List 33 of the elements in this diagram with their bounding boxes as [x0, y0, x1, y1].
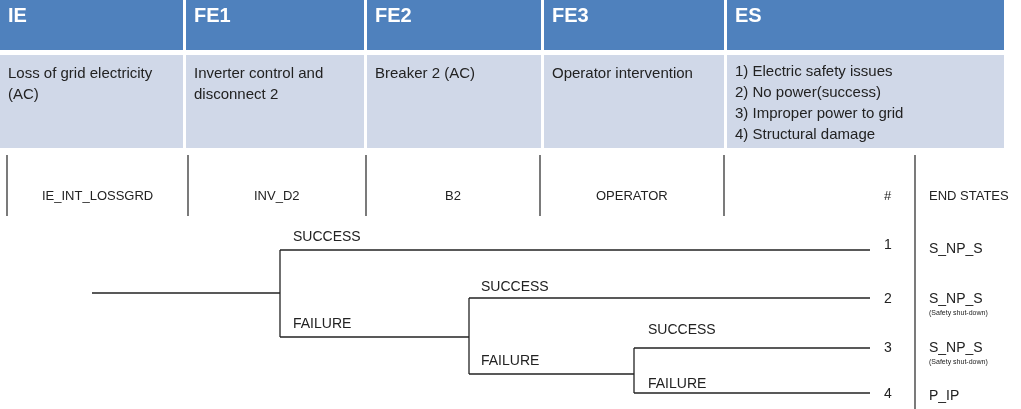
column-label: # — [884, 188, 892, 203]
sequence-number: 2 — [884, 290, 892, 306]
column-header: IE — [8, 4, 27, 27]
branch-label: SUCCESS — [293, 228, 361, 244]
list-item: 4) Structural damage — [735, 125, 876, 142]
event-code: B2 — [445, 188, 461, 203]
branch-label: FAILURE — [648, 375, 707, 391]
event-description: Inverter control and disconnect 2 — [194, 63, 325, 104]
end-state: S_NP_S — [929, 240, 983, 256]
column-header: FE1 — [194, 4, 231, 27]
end-state: P_IP — [929, 387, 960, 403]
column-header: ES — [735, 4, 762, 27]
column-header: FE3 — [552, 4, 589, 27]
column-header: FE2 — [375, 4, 412, 27]
branch-label: SUCCESS — [648, 321, 716, 337]
list-item: 1) Electric safety issues — [735, 62, 893, 79]
list-item: 3) Improper power to grid — [735, 104, 904, 121]
event-description: Operator intervention — [552, 63, 694, 83]
branch-label: FAILURE — [481, 352, 540, 368]
list-item: 2) No power(success) — [735, 83, 881, 100]
end-state: S_NP_S — [929, 290, 983, 306]
branch-label: SUCCESS — [481, 278, 549, 294]
event-description: Loss of grid electricity (AC) — [8, 63, 154, 104]
event-code: INV_D2 — [254, 188, 300, 203]
branch-label: FAILURE — [293, 315, 352, 331]
sequence-number: 3 — [884, 339, 892, 355]
event-description: Breaker 2 (AC) — [375, 63, 477, 83]
event-code: OPERATOR — [596, 188, 668, 203]
end-state: S_NP_S — [929, 339, 983, 355]
sequence-number: 1 — [884, 236, 892, 252]
column-label: END STATES — [929, 188, 1009, 203]
event-code: IE_INT_LOSSGRD — [42, 188, 154, 203]
sequence-number: 4 — [884, 385, 892, 401]
